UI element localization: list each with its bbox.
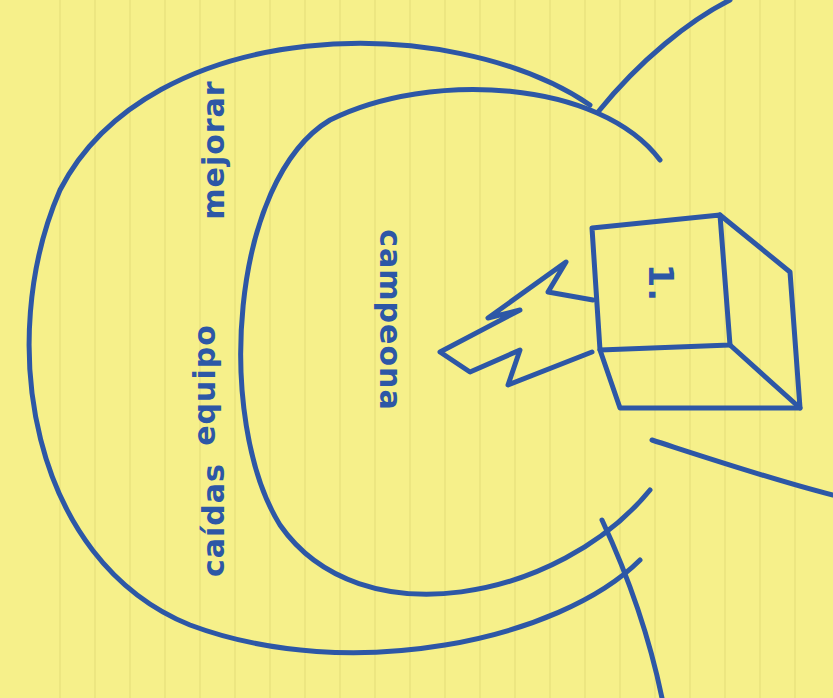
outer-head-outline [29, 43, 640, 652]
shoulder-line [602, 520, 662, 698]
shoulder-line [652, 440, 833, 495]
handwritten-word: equipo [190, 324, 220, 446]
cube-box: 1. [585, 205, 807, 417]
lightning-bolt [440, 262, 593, 385]
neck-line [598, 0, 730, 112]
handwritten-word: mejorar [199, 80, 229, 219]
cube-number: 1. [644, 264, 678, 303]
cube-outline [585, 205, 807, 417]
handwritten-word: campeona [375, 229, 405, 410]
paper-lines [60, 0, 795, 698]
handwritten-word: caídas [199, 463, 229, 577]
